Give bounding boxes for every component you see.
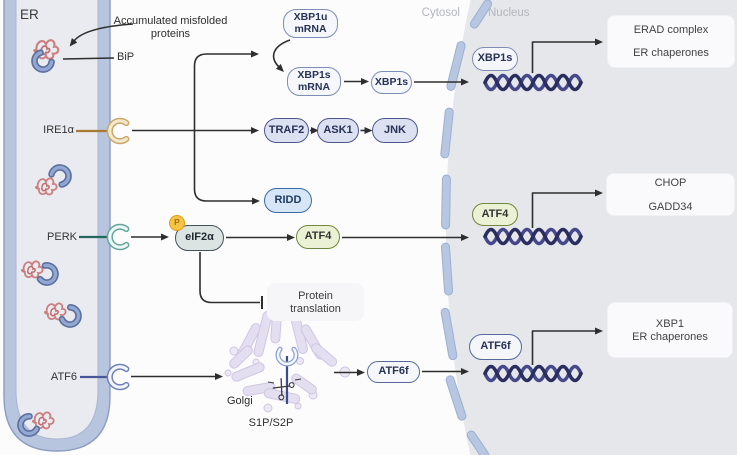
chop-outcome-box: CHOP GADD34 bbox=[606, 173, 735, 216]
dna-helix-xbp1s bbox=[483, 73, 583, 92]
eif2a-node: eIF2α bbox=[175, 225, 224, 251]
protein-translation-line1: Protein bbox=[298, 289, 333, 302]
annotation-pointers bbox=[62, 23, 134, 60]
protein-translation-box: Protein translation bbox=[267, 283, 364, 321]
dna-helix-atf4 bbox=[483, 227, 583, 246]
chop-line1: CHOP bbox=[654, 176, 687, 189]
nucleus-label: Nucleus bbox=[488, 7, 530, 19]
nuclear-envelope bbox=[440, 0, 493, 455]
erad-line2: ER chaperones bbox=[633, 47, 709, 59]
nucleus-xbp1s-node: XBP1s bbox=[472, 47, 518, 71]
erad-line1: ERAD complex bbox=[633, 24, 709, 36]
xbp1u-mrna-line2: mRNA bbox=[294, 22, 327, 35]
ridd-node: RIDD bbox=[264, 188, 312, 213]
phosphate-badge: P bbox=[169, 215, 185, 231]
xbp1s-mrna-line1: XBP1s bbox=[297, 69, 331, 81]
golgi-label: Golgi bbox=[227, 395, 253, 407]
perk-receptor-icon bbox=[79, 223, 130, 251]
dna-helix-atf6f bbox=[483, 364, 583, 383]
scissors-icon bbox=[267, 378, 302, 401]
golgi-icon bbox=[224, 311, 351, 413]
xbp1-outcome-box: XBP1 ER chaperones bbox=[607, 302, 733, 358]
xbp1u-mrna-node: XBP1u mRNA bbox=[283, 9, 338, 38]
jnk-node: JNK bbox=[372, 118, 418, 143]
nucleus-atf4-node: ATF4 bbox=[472, 203, 518, 226]
s1p-s2p-label: S1P/S2P bbox=[248, 417, 294, 429]
ire1a-label: IRE1α bbox=[43, 124, 74, 136]
er-membrane bbox=[3, 0, 111, 452]
erad-outcome-box: ERAD complex ER chaperones bbox=[607, 15, 735, 68]
er-label: ER bbox=[20, 7, 39, 22]
ask1-node: ASK1 bbox=[317, 118, 359, 143]
traf2-node: TRAF2 bbox=[264, 118, 309, 143]
xbp1u-mrna-line1: XBP1u bbox=[293, 11, 328, 23]
xbp1-line2: ER chaperones bbox=[632, 330, 708, 343]
protein-translation-line2: translation bbox=[290, 302, 341, 315]
bip-label: BiP bbox=[117, 51, 135, 63]
perk-label: PERK bbox=[47, 230, 77, 243]
xbp1s-mrna-node: XBP1s mRNA bbox=[287, 67, 341, 96]
pathway-arrows bbox=[131, 38, 603, 380]
xbp1s-node: XBP1s bbox=[371, 71, 412, 94]
xbp1-line1: XBP1 bbox=[655, 317, 685, 330]
atf6-receptor-icon bbox=[80, 363, 130, 391]
chop-line2: GADD34 bbox=[648, 200, 693, 213]
xbp1s-mrna-line2: mRNA bbox=[297, 80, 331, 93]
accumulated-misfolded-label: Accumulated misfolded proteins bbox=[113, 15, 228, 40]
atf4-node: ATF4 bbox=[296, 225, 340, 249]
nucleus-atf6f-node: ATF6f bbox=[469, 334, 522, 360]
cytosol-label: Cytosol bbox=[421, 7, 460, 19]
atf6-label: ATF6 bbox=[50, 370, 77, 383]
ire1a-receptor-icon bbox=[76, 117, 130, 145]
atf6f-node: ATF6f bbox=[367, 361, 420, 383]
